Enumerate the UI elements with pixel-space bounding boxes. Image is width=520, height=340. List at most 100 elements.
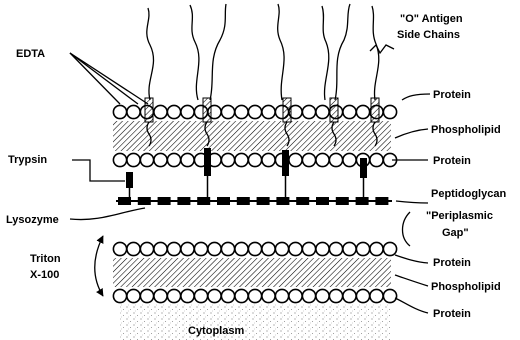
protein-circle <box>235 153 248 166</box>
peptidoglycan-block <box>217 197 230 205</box>
protein-circle <box>127 105 140 118</box>
protein-circle <box>167 105 180 118</box>
label-lysozyme: Lysozyme <box>6 214 59 226</box>
protein-circle <box>194 242 207 255</box>
protein-circle <box>248 105 261 118</box>
protein-circle <box>127 289 140 302</box>
protein-circle <box>316 153 329 166</box>
protein-circle <box>208 242 221 255</box>
protein-circle <box>370 289 383 302</box>
protein-circle <box>154 153 167 166</box>
protein-circle <box>302 242 315 255</box>
label-phospholipid-inner: Phospholipid <box>431 281 501 293</box>
protein-circle <box>262 153 275 166</box>
protein-circle <box>289 153 302 166</box>
peptidoglycan-block <box>336 197 349 205</box>
label-peptidoglycan: Peptidoglycan <box>431 188 506 200</box>
protein-circle <box>370 242 383 255</box>
inner-membrane-bottom-protein-row <box>113 289 396 302</box>
outer-membrane-top-protein-row <box>113 105 396 118</box>
peptidoglycan-block <box>316 197 329 205</box>
protein-circle <box>154 105 167 118</box>
protein-circle <box>167 289 180 302</box>
label-o-antigen-line1: "O" Antigen <box>400 13 463 25</box>
peptidoglycan-block <box>356 197 369 205</box>
o-antigen-side-chains <box>147 4 379 100</box>
peptidoglycan-layer <box>116 197 392 205</box>
protein-circle <box>275 242 288 255</box>
protein-circle <box>275 289 288 302</box>
protein-circle <box>289 242 302 255</box>
peptidoglycan-block <box>237 197 250 205</box>
protein-circle <box>208 289 221 302</box>
protein-circle <box>221 153 234 166</box>
peptidoglycan-block <box>138 197 151 205</box>
protein-circle <box>181 105 194 118</box>
label-trypsin: Trypsin <box>8 154 47 166</box>
protein-circle <box>140 289 153 302</box>
peptidoglycan-block <box>276 197 289 205</box>
outer-phospholipid-layer <box>113 121 391 151</box>
label-protein-outer-bottom: Protein <box>433 155 471 167</box>
outer-membrane-bottom-protein-row <box>113 153 396 166</box>
inner-phospholipid-layer <box>113 258 391 287</box>
protein-circle <box>370 153 383 166</box>
protein-circle <box>194 289 207 302</box>
peptidoglycan-block <box>158 197 171 205</box>
protein-circle <box>356 289 369 302</box>
protein-circle <box>127 242 140 255</box>
protein-circle <box>221 289 234 302</box>
peptidoglycan-block <box>257 197 270 205</box>
protein-circle <box>302 105 315 118</box>
protein-circle <box>113 105 126 118</box>
label-periplasmic-line1: "Periplasmic <box>426 210 493 222</box>
protein-circle <box>127 153 140 166</box>
protein-circle <box>289 289 302 302</box>
protein-circle <box>154 242 167 255</box>
inner-membrane-top-protein-row <box>113 242 396 255</box>
protein-circle <box>316 105 329 118</box>
protein-circle <box>343 153 356 166</box>
peptidoglycan-block <box>118 197 131 205</box>
protein-circle <box>113 289 126 302</box>
protein-circle <box>248 153 261 166</box>
protein-circle <box>181 289 194 302</box>
peptidoglycan-block <box>197 197 210 205</box>
protein-circle <box>167 153 180 166</box>
protein-circle <box>248 289 261 302</box>
protein-circle <box>343 289 356 302</box>
protein-circle <box>221 105 234 118</box>
protein-circle <box>113 153 126 166</box>
peptidoglycan-block <box>177 197 190 205</box>
peptidoglycan-block <box>296 197 309 205</box>
protein-circle <box>221 242 234 255</box>
protein-circle <box>235 242 248 255</box>
protein-circle <box>181 153 194 166</box>
label-protein-outer-top: Protein <box>433 89 471 101</box>
protein-circle <box>356 105 369 118</box>
protein-circle <box>167 242 180 255</box>
protein-circle <box>329 153 342 166</box>
protein-circle <box>262 289 275 302</box>
label-triton-line2: X-100 <box>30 269 59 281</box>
label-phospholipid-outer: Phospholipid <box>431 124 501 136</box>
protein-circle <box>140 242 153 255</box>
protein-circle <box>235 289 248 302</box>
protein-circle <box>302 289 315 302</box>
protein-circle <box>343 105 356 118</box>
protein-circle <box>383 289 396 302</box>
protein-circle <box>140 153 153 166</box>
protein-circle <box>329 289 342 302</box>
protein-circle <box>383 105 396 118</box>
protein-circle <box>383 242 396 255</box>
protein-circle <box>356 242 369 255</box>
cytoplasm-region <box>120 304 390 340</box>
label-protein-inner-bottom: Protein <box>433 308 471 320</box>
protein-circle <box>154 289 167 302</box>
protein-circle <box>329 242 342 255</box>
protein-circle <box>235 105 248 118</box>
protein-circle <box>302 153 315 166</box>
label-protein-inner-top: Protein <box>433 257 471 269</box>
protein-circle <box>181 242 194 255</box>
